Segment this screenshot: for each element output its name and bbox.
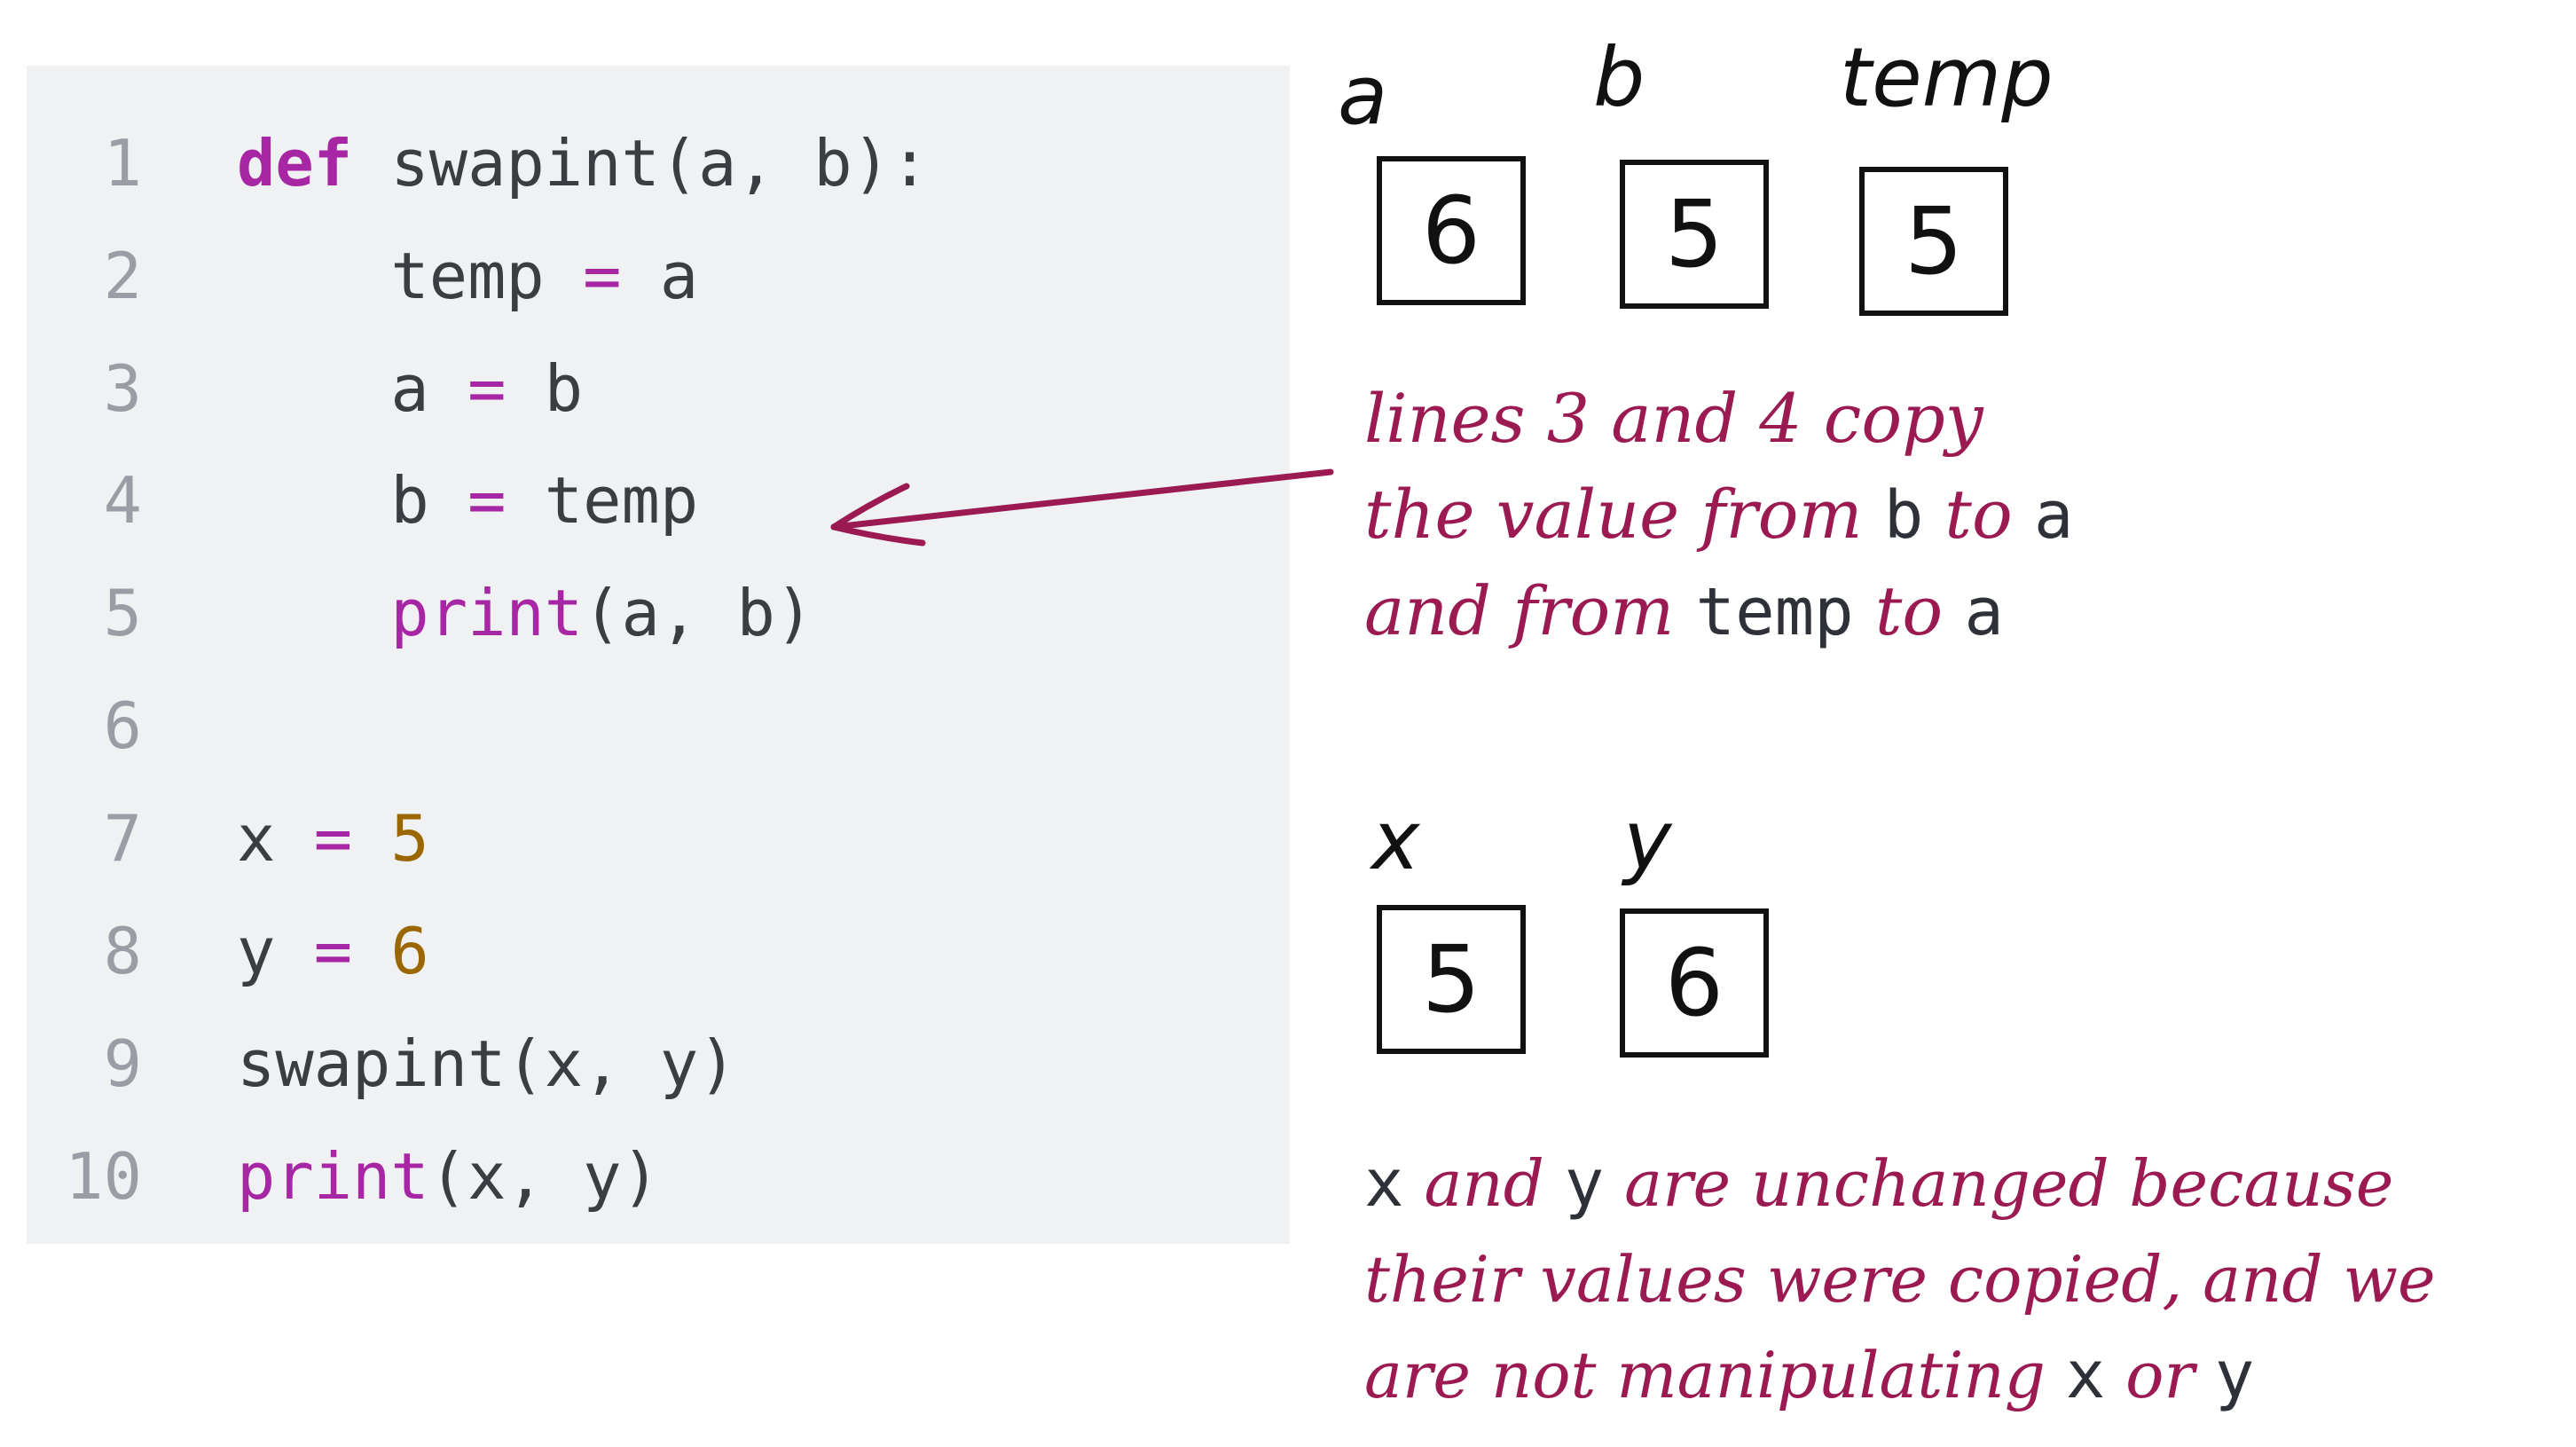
code-ref-x: x — [2065, 1337, 2106, 1413]
code-token-plain: temp — [506, 463, 699, 538]
var-value-b: 5 — [1664, 180, 1724, 288]
code-text: y = 6 — [237, 898, 429, 1004]
code-token-op: = — [583, 239, 622, 313]
code-text: print(x, y) — [237, 1123, 660, 1230]
code-line-8: 8 y = 6 — [27, 898, 1290, 1004]
line-number: 8 — [103, 914, 142, 988]
code-text: x = 5 — [237, 785, 429, 892]
note-text: are unchanged because — [1604, 1146, 2394, 1221]
note-text: or — [2105, 1338, 2215, 1412]
var-value-x: 5 — [1421, 925, 1481, 1034]
code-line-10: 10 print(x, y) — [27, 1123, 1290, 1230]
code-line-6: 6 — [27, 672, 1290, 779]
var-label-x: x — [1371, 793, 1420, 888]
code-token-plain: (a, b) — [583, 576, 814, 650]
var-label-y: y — [1623, 793, 1672, 888]
code-token-op: = — [467, 351, 507, 426]
note-bottom-line-2: their values were copied, and we — [1364, 1242, 2436, 1317]
var-value-a: 6 — [1421, 177, 1481, 285]
line-number: 6 — [103, 688, 142, 763]
code-token-plain: a — [621, 239, 699, 313]
note-bottom-line-3: are not manipulating x or y — [1364, 1327, 2436, 1423]
var-box-a: 6 — [1377, 156, 1526, 305]
note-top-line-2: the value from b to a — [1364, 467, 2073, 563]
code-ref-a: a — [1964, 574, 2004, 650]
code-text: swapint(x, y) — [237, 1011, 737, 1117]
var-box-y: 6 — [1620, 908, 1769, 1058]
var-value-temp: 5 — [1904, 187, 1964, 295]
var-box-temp: 5 — [1859, 167, 2008, 316]
code-ref-x: x — [1364, 1145, 1404, 1222]
line-number: 10 — [65, 1139, 142, 1214]
line-number: 4 — [103, 463, 142, 538]
code-line-4: 4 b = temp — [27, 447, 1290, 554]
code-token-kw: def — [237, 126, 353, 201]
line-number: 9 — [103, 1026, 142, 1101]
code-token-op: = — [467, 463, 507, 538]
code-token-plain: swapint(a, b): — [352, 126, 930, 201]
code-token-plain: x — [237, 801, 314, 876]
code-text: def swapint(a, b): — [237, 110, 929, 216]
var-label-b: b — [1593, 30, 1645, 125]
line-number: 3 — [103, 351, 142, 426]
code-token-plain: temp — [237, 239, 584, 313]
code-panel: 1 def swapint(a, b): 2 temp = a 3 a = b 4… — [27, 66, 1290, 1244]
note-bottom: x and y are unchanged because their valu… — [1364, 1136, 2436, 1423]
code-line-7: 7 x = 5 — [27, 785, 1290, 892]
code-line-5: 5 print(a, b) — [27, 560, 1290, 666]
code-text: b = temp — [237, 447, 698, 554]
code-token-plain: y — [237, 914, 314, 988]
note-text: to — [1853, 571, 1965, 650]
code-ref-b: b — [1883, 477, 1924, 554]
line-number: 2 — [103, 239, 142, 313]
code-text: a = b — [237, 335, 583, 442]
note-text: the value from — [1364, 475, 1884, 554]
note-text: are not manipulating — [1364, 1338, 2066, 1412]
line-number: 5 — [103, 576, 142, 650]
var-label-temp: temp — [1840, 30, 2054, 125]
code-token-num: 6 — [390, 914, 429, 988]
code-token-plain: b — [237, 463, 468, 538]
line-number: 1 — [103, 126, 142, 201]
code-token-plain: a — [237, 351, 468, 426]
code-token-fn: print — [390, 576, 584, 650]
code-ref-a: a — [2033, 477, 2074, 554]
var-value-y: 6 — [1664, 929, 1724, 1037]
var-box-b: 5 — [1620, 160, 1769, 309]
code-token-plain — [237, 576, 390, 650]
code-text: print(a, b) — [237, 560, 813, 666]
code-ref-temp: temp — [1695, 574, 1854, 650]
code-ref-y: y — [1564, 1145, 1605, 1222]
code-token-plain: b — [506, 351, 584, 426]
note-text: and — [1403, 1146, 1565, 1221]
var-box-x: 5 — [1377, 905, 1526, 1054]
note-text: and from — [1364, 571, 1696, 650]
note-top: lines 3 and 4 copy the value from b to a… — [1364, 371, 2073, 660]
code-token-num: 5 — [390, 801, 429, 876]
note-text: to — [1923, 475, 2034, 554]
note-top-line-1: lines 3 and 4 copy — [1364, 379, 1983, 458]
code-line-3: 3 a = b — [27, 335, 1290, 442]
note-top-line-3: and from temp to a — [1364, 563, 2073, 660]
note-bottom-line-1: x and y are unchanged because — [1364, 1136, 2436, 1231]
line-number: 7 — [103, 801, 142, 876]
code-line-2: 2 temp = a — [27, 223, 1290, 329]
code-ref-y: y — [2214, 1337, 2255, 1413]
code-token-plain — [352, 914, 390, 988]
code-text: temp = a — [237, 223, 698, 329]
code-token-fn: print — [237, 1139, 429, 1214]
code-token-op: = — [313, 801, 353, 876]
var-label-a: a — [1338, 48, 1388, 143]
code-token-op: = — [313, 914, 353, 988]
code-token-plain — [352, 801, 390, 876]
code-line-1: 1 def swapint(a, b): — [27, 110, 1290, 216]
code-token-plain: (x, y) — [428, 1139, 660, 1214]
code-line-9: 9 swapint(x, y) — [27, 1011, 1290, 1117]
code-token-plain: swapint(x, y) — [237, 1026, 737, 1101]
